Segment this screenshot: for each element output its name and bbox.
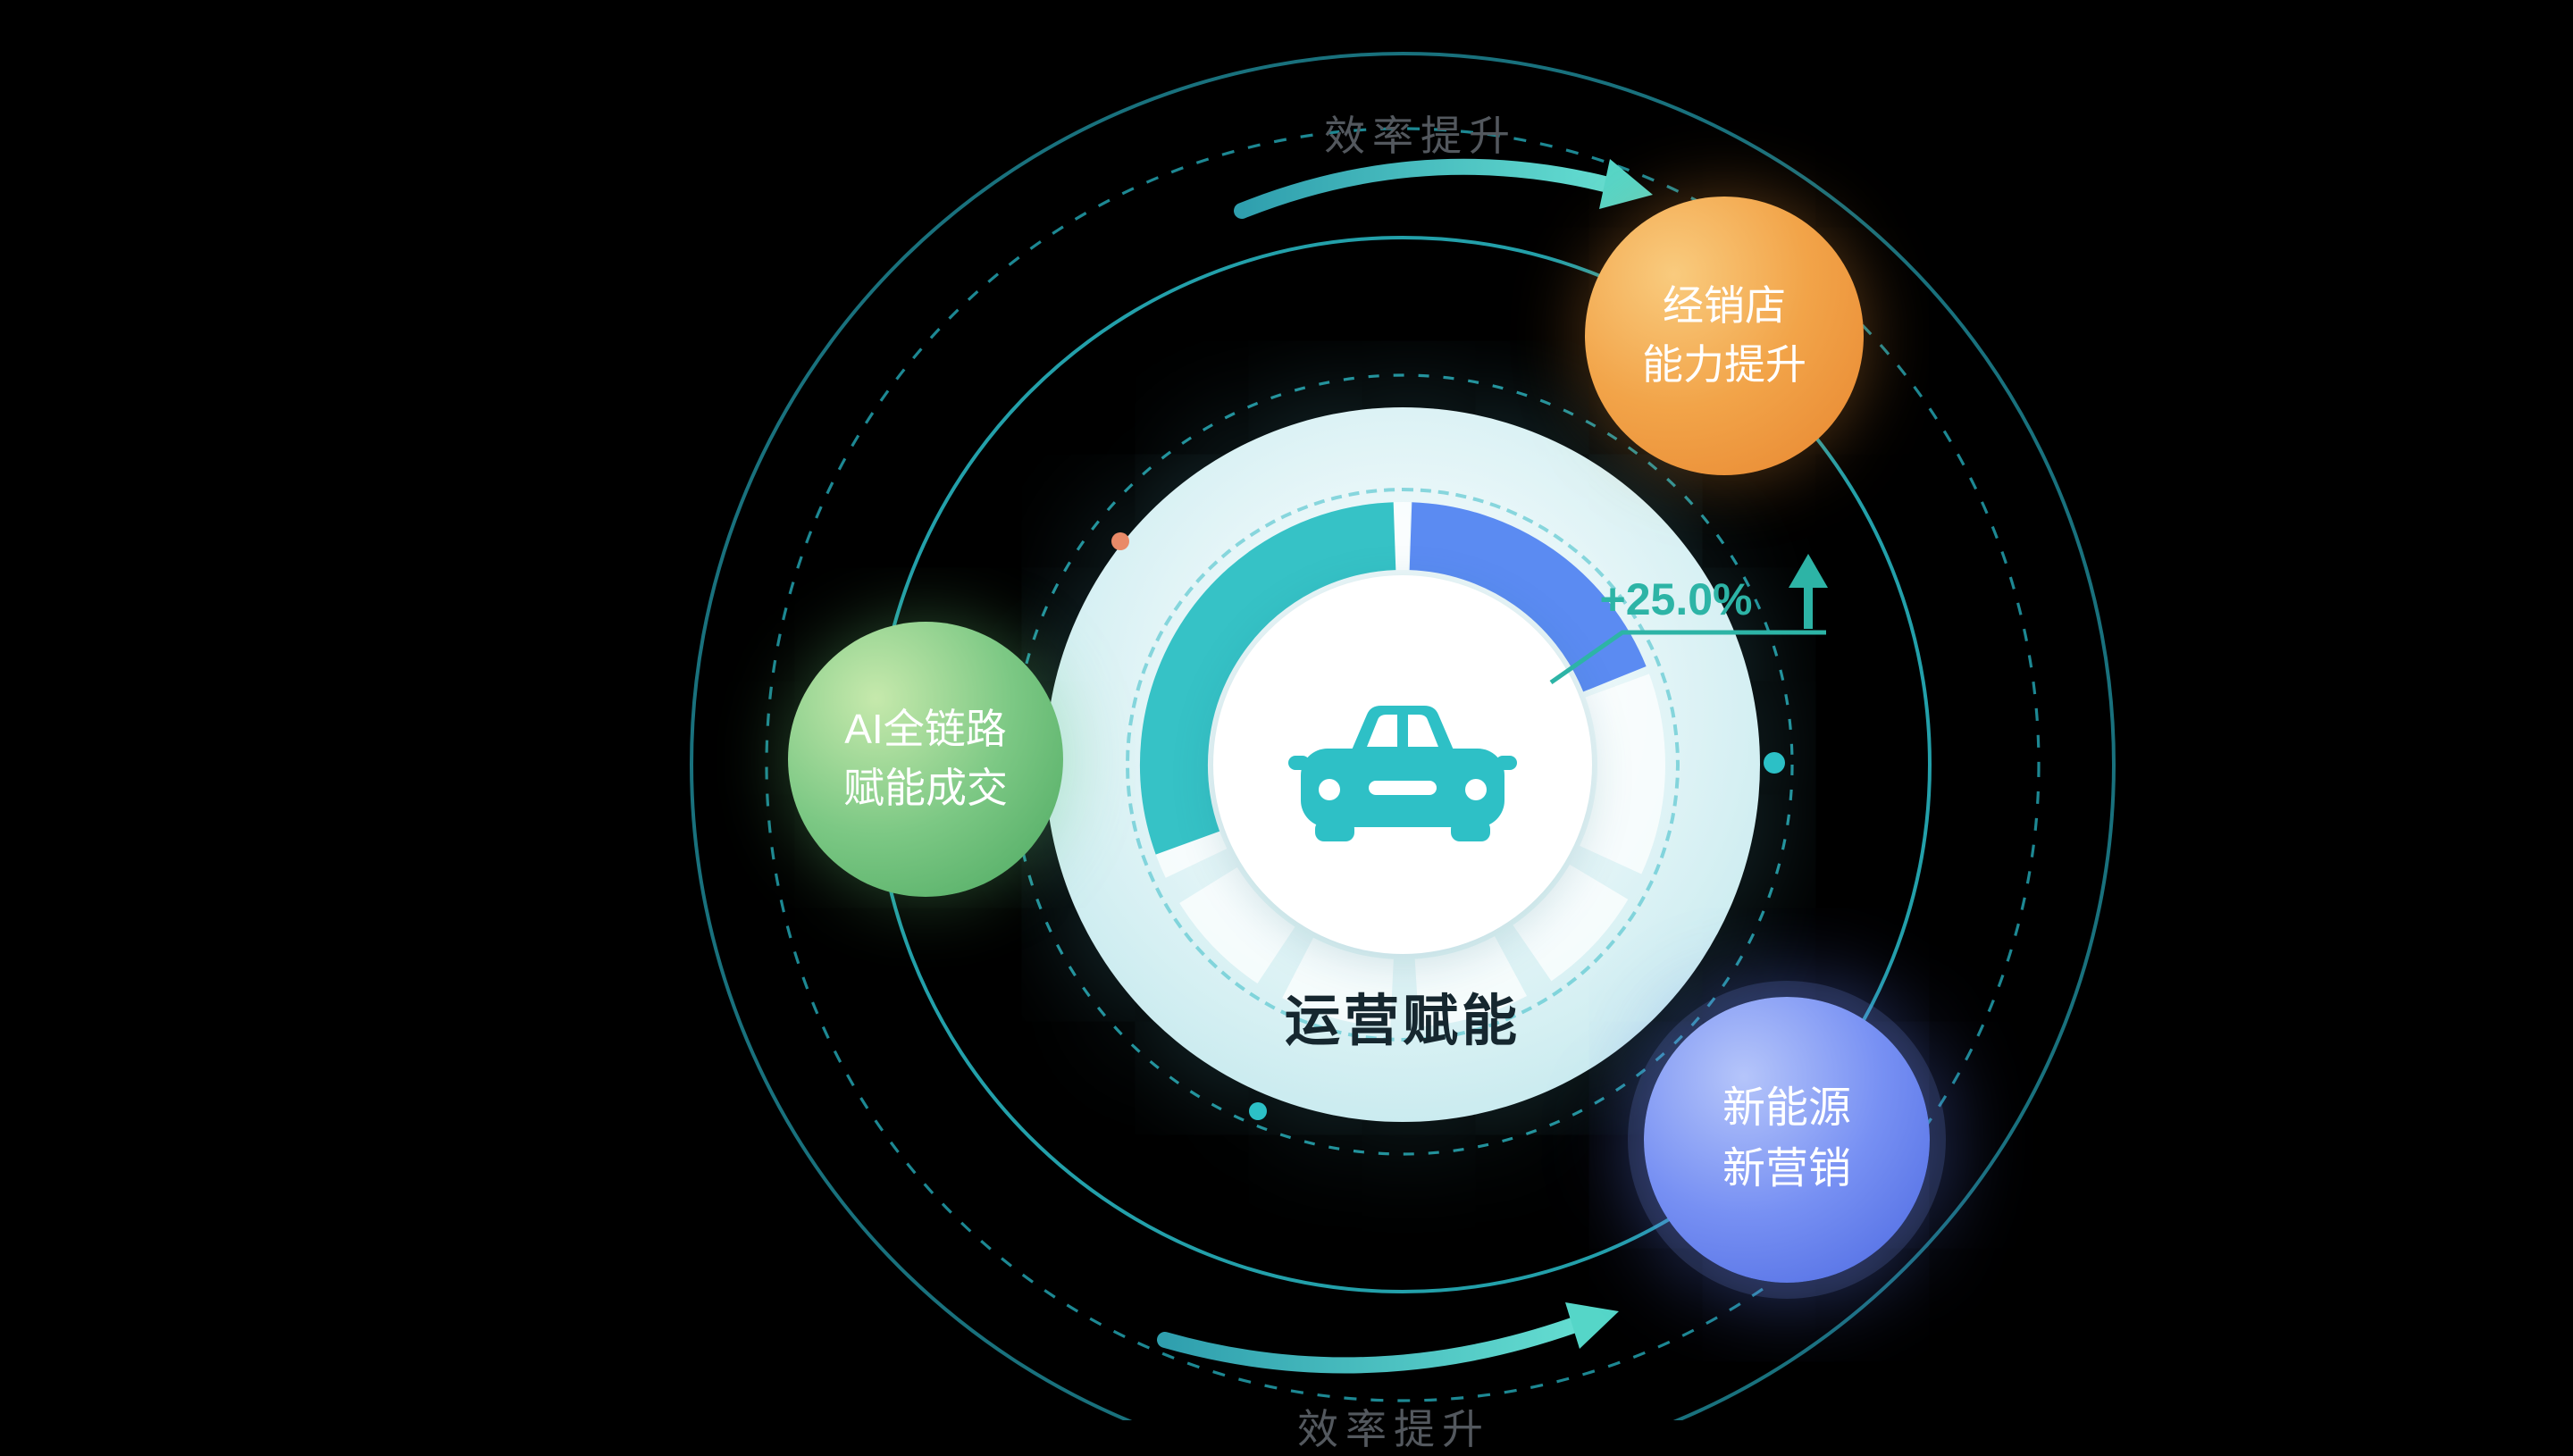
node-ai-line2: 赋能成交 [843, 765, 1008, 811]
center-label: 运营赋能 [1285, 990, 1521, 1052]
car-icon [1288, 706, 1517, 841]
node-ai-line1: AI全链路 [844, 706, 1007, 753]
growth-metric-value: +25.0% [1599, 575, 1753, 625]
flow-arrow-top-icon [1234, 158, 1653, 219]
node-new-energy-marketing: 新能源 新营销 [1644, 997, 1930, 1283]
node-dealer-line1: 经销店 [1663, 282, 1786, 330]
diagram-stage: 运营赋能 +25.0% 经销店 能力提升 AI全链路 赋能成交 新能源 新营销 … [690, 52, 2116, 1452]
flow-arrow-bottom-icon [1157, 1302, 1619, 1374]
node-nev-line2: 新营销 [1722, 1145, 1851, 1193]
node-dealer-capability: 经销店 能力提升 [1585, 197, 1864, 475]
orbit-dot-teal-bottom [1249, 1102, 1267, 1120]
node-ai-fullchain: AI全链路 赋能成交 [788, 622, 1063, 897]
flow-label-top: 效率提升 [1324, 113, 1517, 159]
orbit-dot-teal-right [1764, 752, 1785, 774]
flow-label-bottom: 效率提升 [1297, 1406, 1490, 1452]
node-nev-line1: 新能源 [1722, 1084, 1851, 1133]
node-dealer-line2: 能力提升 [1642, 341, 1806, 388]
